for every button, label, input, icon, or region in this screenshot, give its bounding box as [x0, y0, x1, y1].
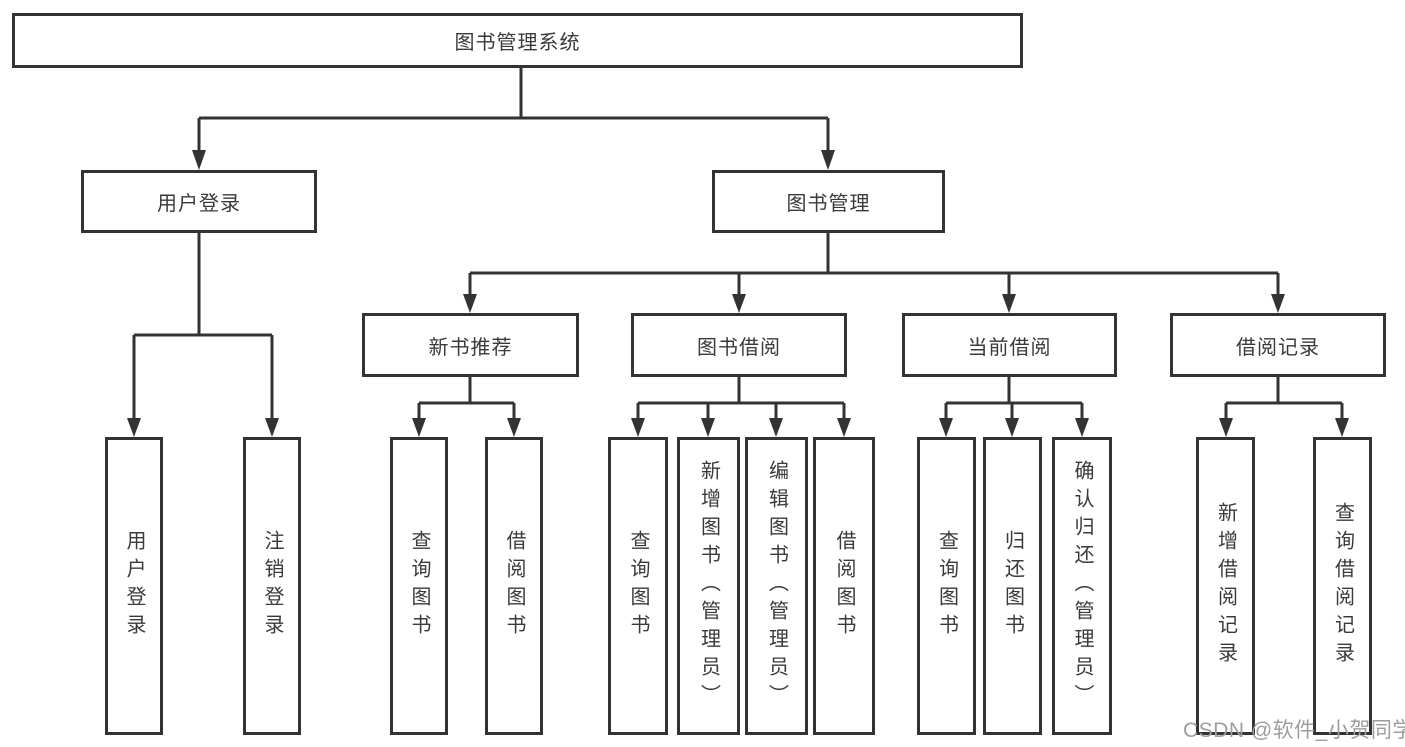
- leaf-add-books-admin: 新增图书（管理员）: [677, 437, 740, 735]
- leaf-confirm-return-admin: 确认归还（管理员）: [1052, 437, 1112, 735]
- leaf-borrow-books-label: 借阅图书: [833, 530, 855, 642]
- node-user-login-label: 用户登录: [157, 193, 241, 215]
- node-book-management-label: 图书管理: [786, 193, 871, 215]
- leaf-add-books-admin-label: 新增图书（管理员）: [697, 460, 720, 712]
- node-user-login: 用户登录: [81, 170, 317, 233]
- node-current-borrow-label: 当前借阅: [967, 336, 1052, 359]
- leaf-query-books-borrow-label: 查询图书: [627, 530, 649, 642]
- leaf-add-borrow-record: 新增借阅记录: [1196, 437, 1255, 735]
- node-current-borrow: 当前借阅: [902, 313, 1117, 377]
- arrowheads: [127, 150, 1349, 437]
- leaf-query-books-recommend: 查询图书: [390, 437, 448, 735]
- connector-borrow-records: [1224, 377, 1344, 421]
- leaf-query-books-current: 查询图书: [917, 437, 976, 735]
- leaf-query-books-borrow: 查询图书: [608, 437, 668, 735]
- leaf-query-books-current-label: 查询图书: [935, 530, 958, 642]
- leaf-add-borrow-record-label: 新增借阅记录: [1214, 502, 1237, 670]
- leaf-query-borrow-record: 查询借阅记录: [1313, 437, 1372, 735]
- node-borrow-records-label: 借阅记录: [1236, 336, 1320, 359]
- leaf-return-books-label: 归还图书: [1001, 530, 1024, 642]
- connector-book-borrow: [636, 377, 846, 421]
- csdn-watermark: CSDN @软件_小贺同学: [1183, 719, 1405, 742]
- connector-book-management: [468, 233, 1280, 297]
- node-root-label: 图书管理系统: [454, 32, 581, 54]
- leaf-edit-books-admin-label: 编辑图书（管理员）: [765, 460, 788, 712]
- leaf-logout: 注销登录: [243, 437, 301, 735]
- leaf-borrow-books-recommend: 借阅图书: [485, 437, 543, 735]
- connector-new-book: [417, 377, 516, 421]
- node-book-management: 图书管理: [712, 170, 945, 233]
- leaf-query-books-recommend-label: 查询图书: [408, 530, 430, 642]
- node-borrow-records: 借阅记录: [1170, 313, 1386, 377]
- connector-user-login: [132, 233, 274, 421]
- node-book-borrow-label: 图书借阅: [697, 336, 781, 359]
- leaf-edit-books-admin: 编辑图书（管理员）: [745, 437, 808, 735]
- leaf-user-login: 用户登录: [105, 437, 163, 735]
- connector-root: [197, 66, 830, 154]
- leaf-borrow-books-recommend-label: 借阅图书: [503, 530, 525, 642]
- leaf-logout-label: 注销登录: [261, 530, 283, 642]
- node-root: 图书管理系统: [12, 13, 1023, 68]
- leaf-user-login-label: 用户登录: [123, 530, 145, 642]
- leaf-confirm-return-admin-label: 确认归还（管理员）: [1071, 460, 1093, 712]
- leaf-borrow-books: 借阅图书: [813, 437, 875, 735]
- leaf-return-books: 归还图书: [983, 437, 1042, 735]
- node-new-book-recommend: 新书推荐: [362, 313, 579, 377]
- leaf-query-borrow-record-label: 查询借阅记录: [1331, 502, 1354, 670]
- node-book-borrow: 图书借阅: [631, 313, 847, 377]
- node-new-book-recommend-label: 新书推荐: [428, 336, 513, 359]
- connector-current-borrow: [944, 377, 1084, 421]
